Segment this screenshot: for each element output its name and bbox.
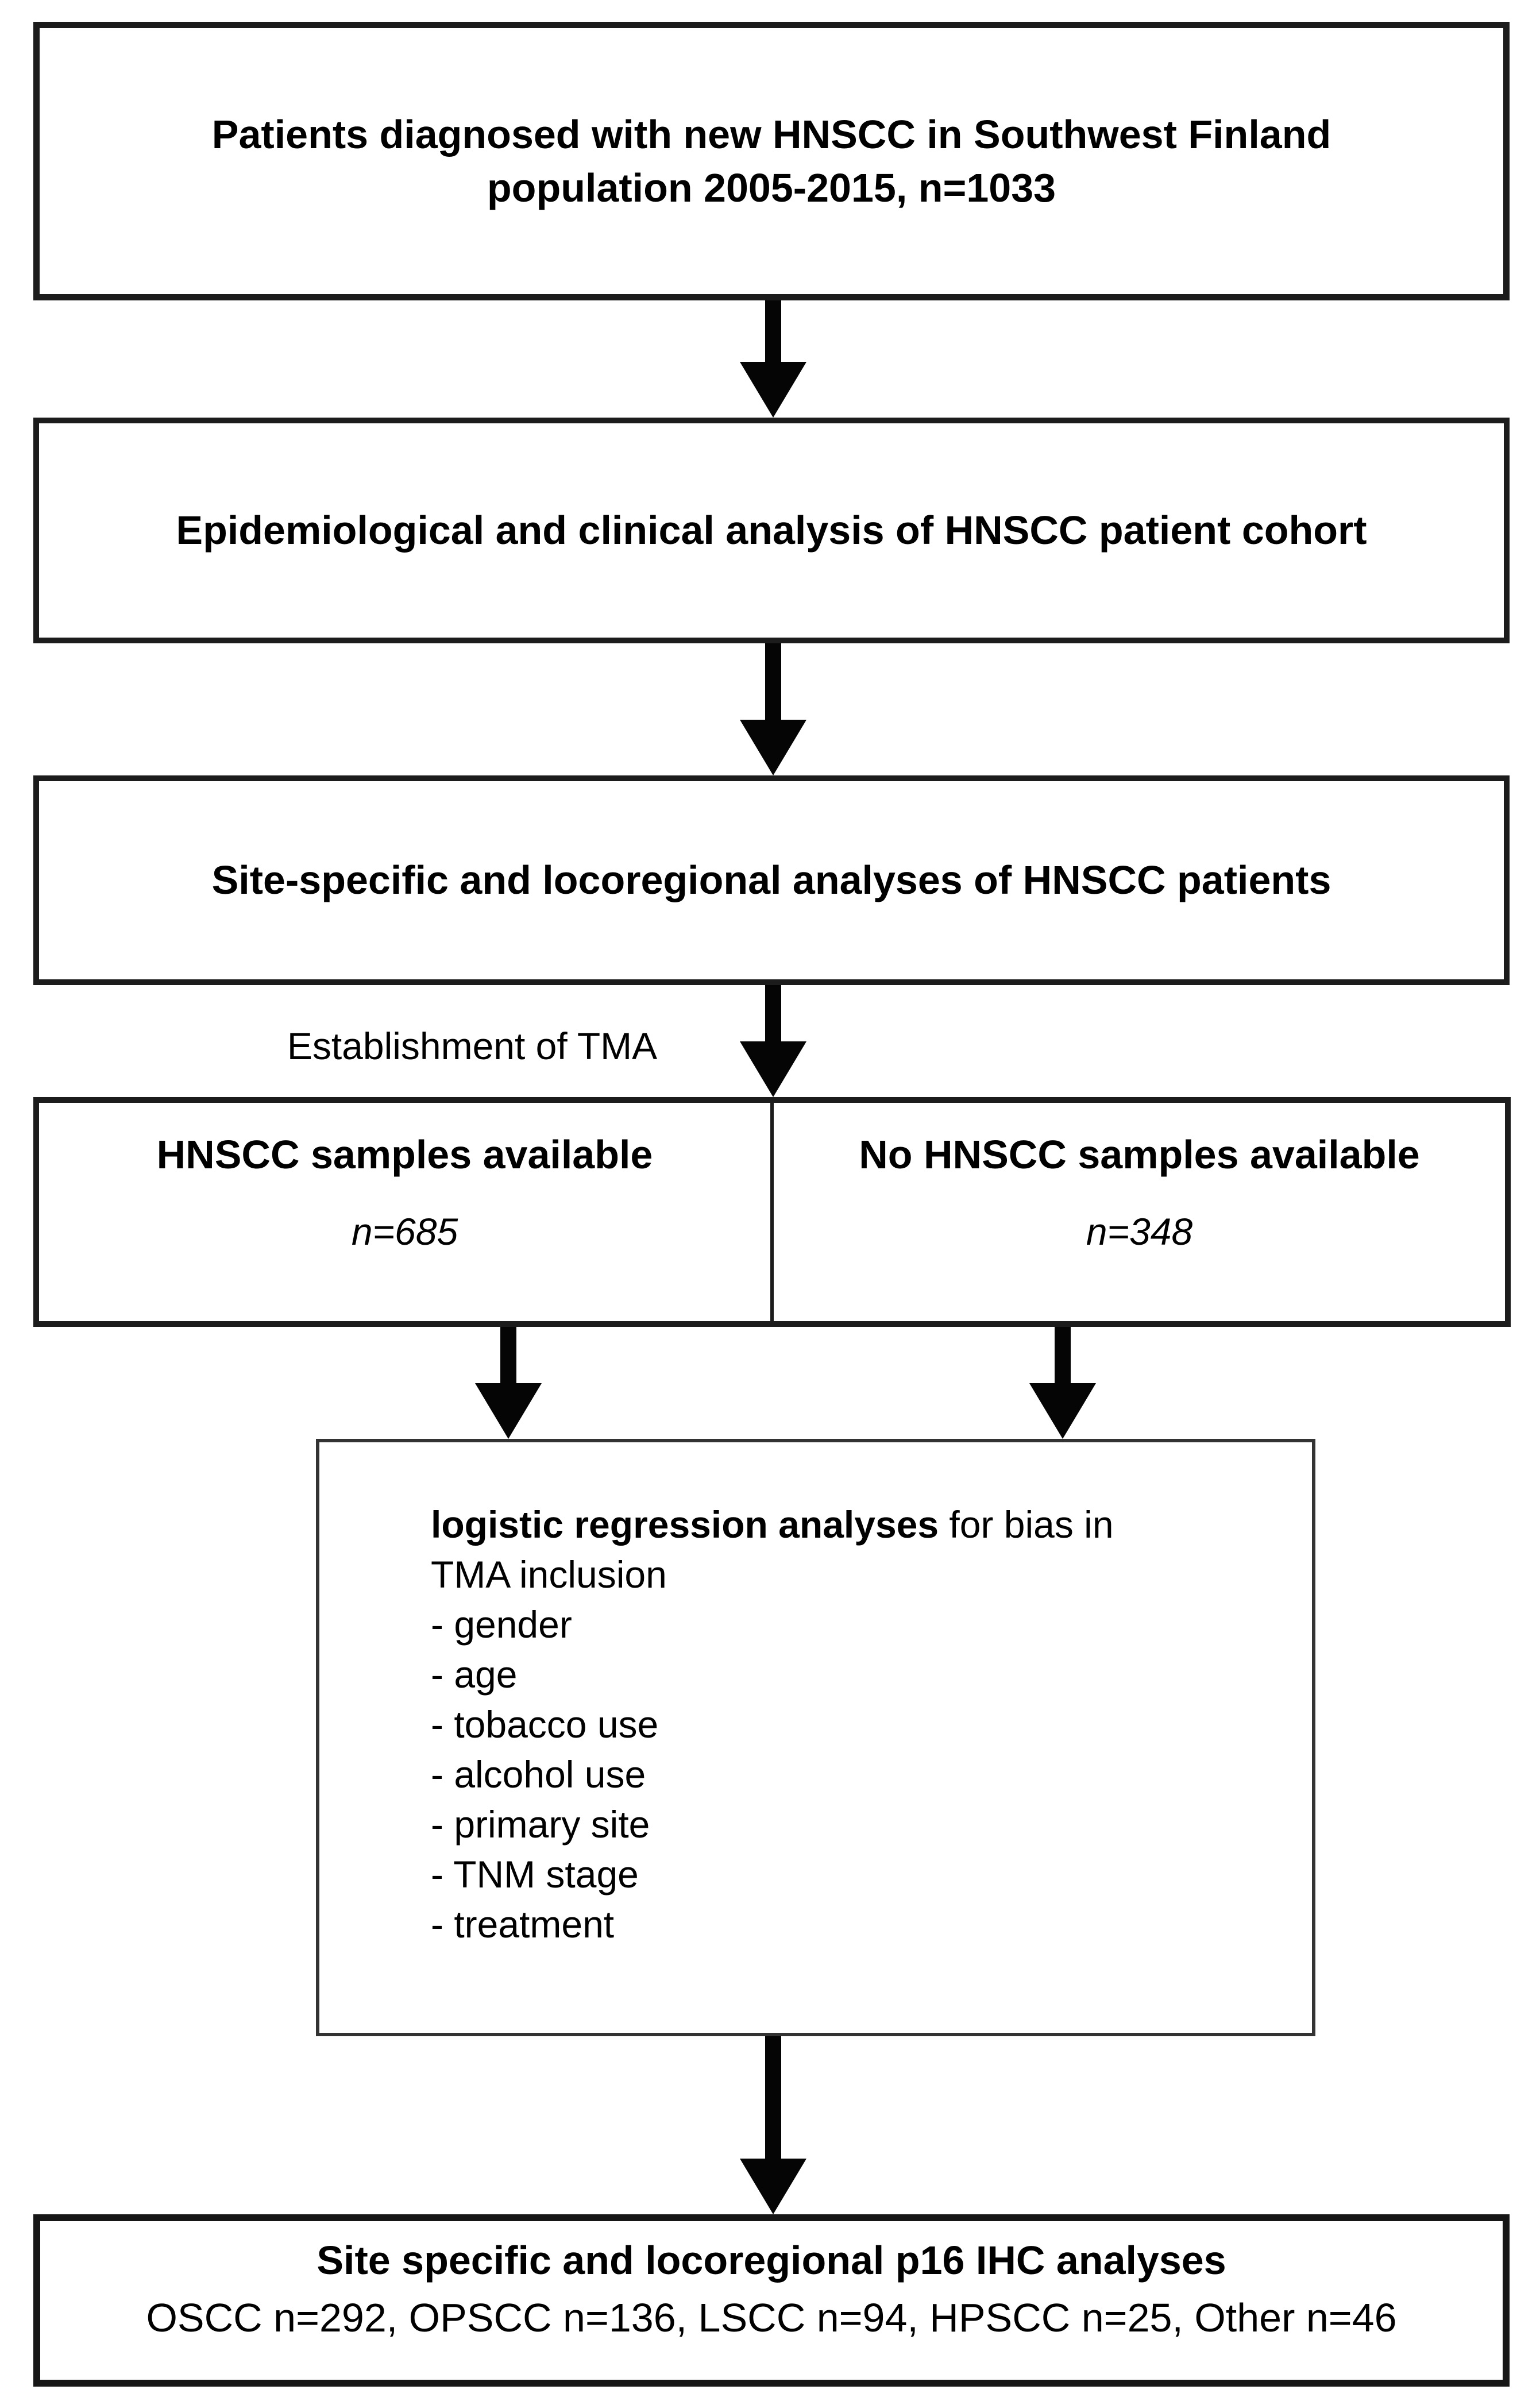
- arrow-head: [475, 1383, 542, 1439]
- p16-ihc-analyses-box: Site specific and locoregional p16 IHC a…: [33, 2214, 1510, 2387]
- down-arrow-icon: [740, 300, 806, 418]
- regression-lead-line: logistic regression analyses for bias in: [431, 1500, 1295, 1550]
- cohort-box: Patients diagnosed with new HNSCC in Sou…: [33, 22, 1510, 300]
- arrow-shaft: [1055, 1327, 1071, 1383]
- regression-item-age: - age: [431, 1653, 518, 1696]
- logistic-regression-box: logistic regression analyses for bias in…: [316, 1439, 1315, 2036]
- arrow-head: [1029, 1383, 1096, 1439]
- site-specific-analysis-box: Site-specific and locoregional analyses …: [33, 775, 1510, 985]
- down-arrow-icon: [740, 985, 806, 1097]
- arrow-shaft: [765, 300, 781, 362]
- site-specific-analysis-text: Site-specific and locoregional analyses …: [211, 858, 1331, 903]
- down-arrow-icon: [740, 643, 806, 775]
- regression-item-alcohol: - alcohol use: [431, 1753, 646, 1796]
- regression-lead-rest: for bias in: [939, 1503, 1114, 1546]
- regression-item-treatment: - treatment: [431, 1903, 615, 1945]
- epidemiological-analysis-box: Epidemiological and clinical analysis of…: [33, 418, 1510, 643]
- cohort-box-line1: Patients diagnosed with new HNSCC in Sou…: [211, 112, 1331, 157]
- regression-lead-bold: logistic regression analyses: [431, 1503, 939, 1546]
- down-arrow-icon: [740, 2036, 806, 2214]
- samples-available-box: HNSCC samples available n=685: [39, 1103, 770, 1321]
- cohort-box-line2: population 2005-2015, n=1033: [487, 165, 1056, 210]
- arrow-shaft: [765, 2036, 781, 2159]
- arrow-head: [740, 720, 806, 775]
- arrow-head: [740, 1041, 806, 1097]
- samples-available-count: n=685: [351, 1210, 458, 1253]
- arrow-shaft: [765, 985, 781, 1041]
- epidemiological-analysis-text: Epidemiological and clinical analysis of…: [176, 508, 1367, 553]
- arrow-head: [740, 2159, 806, 2214]
- tma-establishment-label: Establishment of TMA: [287, 1025, 658, 1067]
- no-samples-title: No HNSCC samples available: [859, 1132, 1420, 1177]
- vertical-divider: [770, 1103, 774, 1321]
- arrow-shaft: [500, 1327, 516, 1383]
- no-samples-box: No HNSCC samples available n=348: [774, 1103, 1505, 1321]
- samples-available-title: HNSCC samples available: [156, 1132, 653, 1177]
- down-arrow-icon: [1029, 1327, 1096, 1439]
- sample-availability-split: HNSCC samples available n=685 No HNSCC s…: [33, 1097, 1511, 1327]
- regression-item-tnm-stage: - TNM stage: [431, 1853, 639, 1896]
- regression-item-tobacco: - tobacco use: [431, 1703, 659, 1746]
- p16-ihc-counts: OSCC n=292, OPSCC n=136, LSCC n=94, HPSC…: [146, 2295, 1397, 2340]
- regression-item-primary-site: - primary site: [431, 1803, 650, 1846]
- arrow-shaft: [765, 643, 781, 720]
- regression-item-gender: - gender: [431, 1603, 572, 1646]
- regression-line2: TMA inclusion: [431, 1553, 667, 1596]
- down-arrow-icon: [475, 1327, 542, 1439]
- no-samples-count: n=348: [1086, 1210, 1193, 1253]
- p16-ihc-title: Site specific and locoregional p16 IHC a…: [317, 2238, 1226, 2283]
- arrow-head: [740, 362, 806, 418]
